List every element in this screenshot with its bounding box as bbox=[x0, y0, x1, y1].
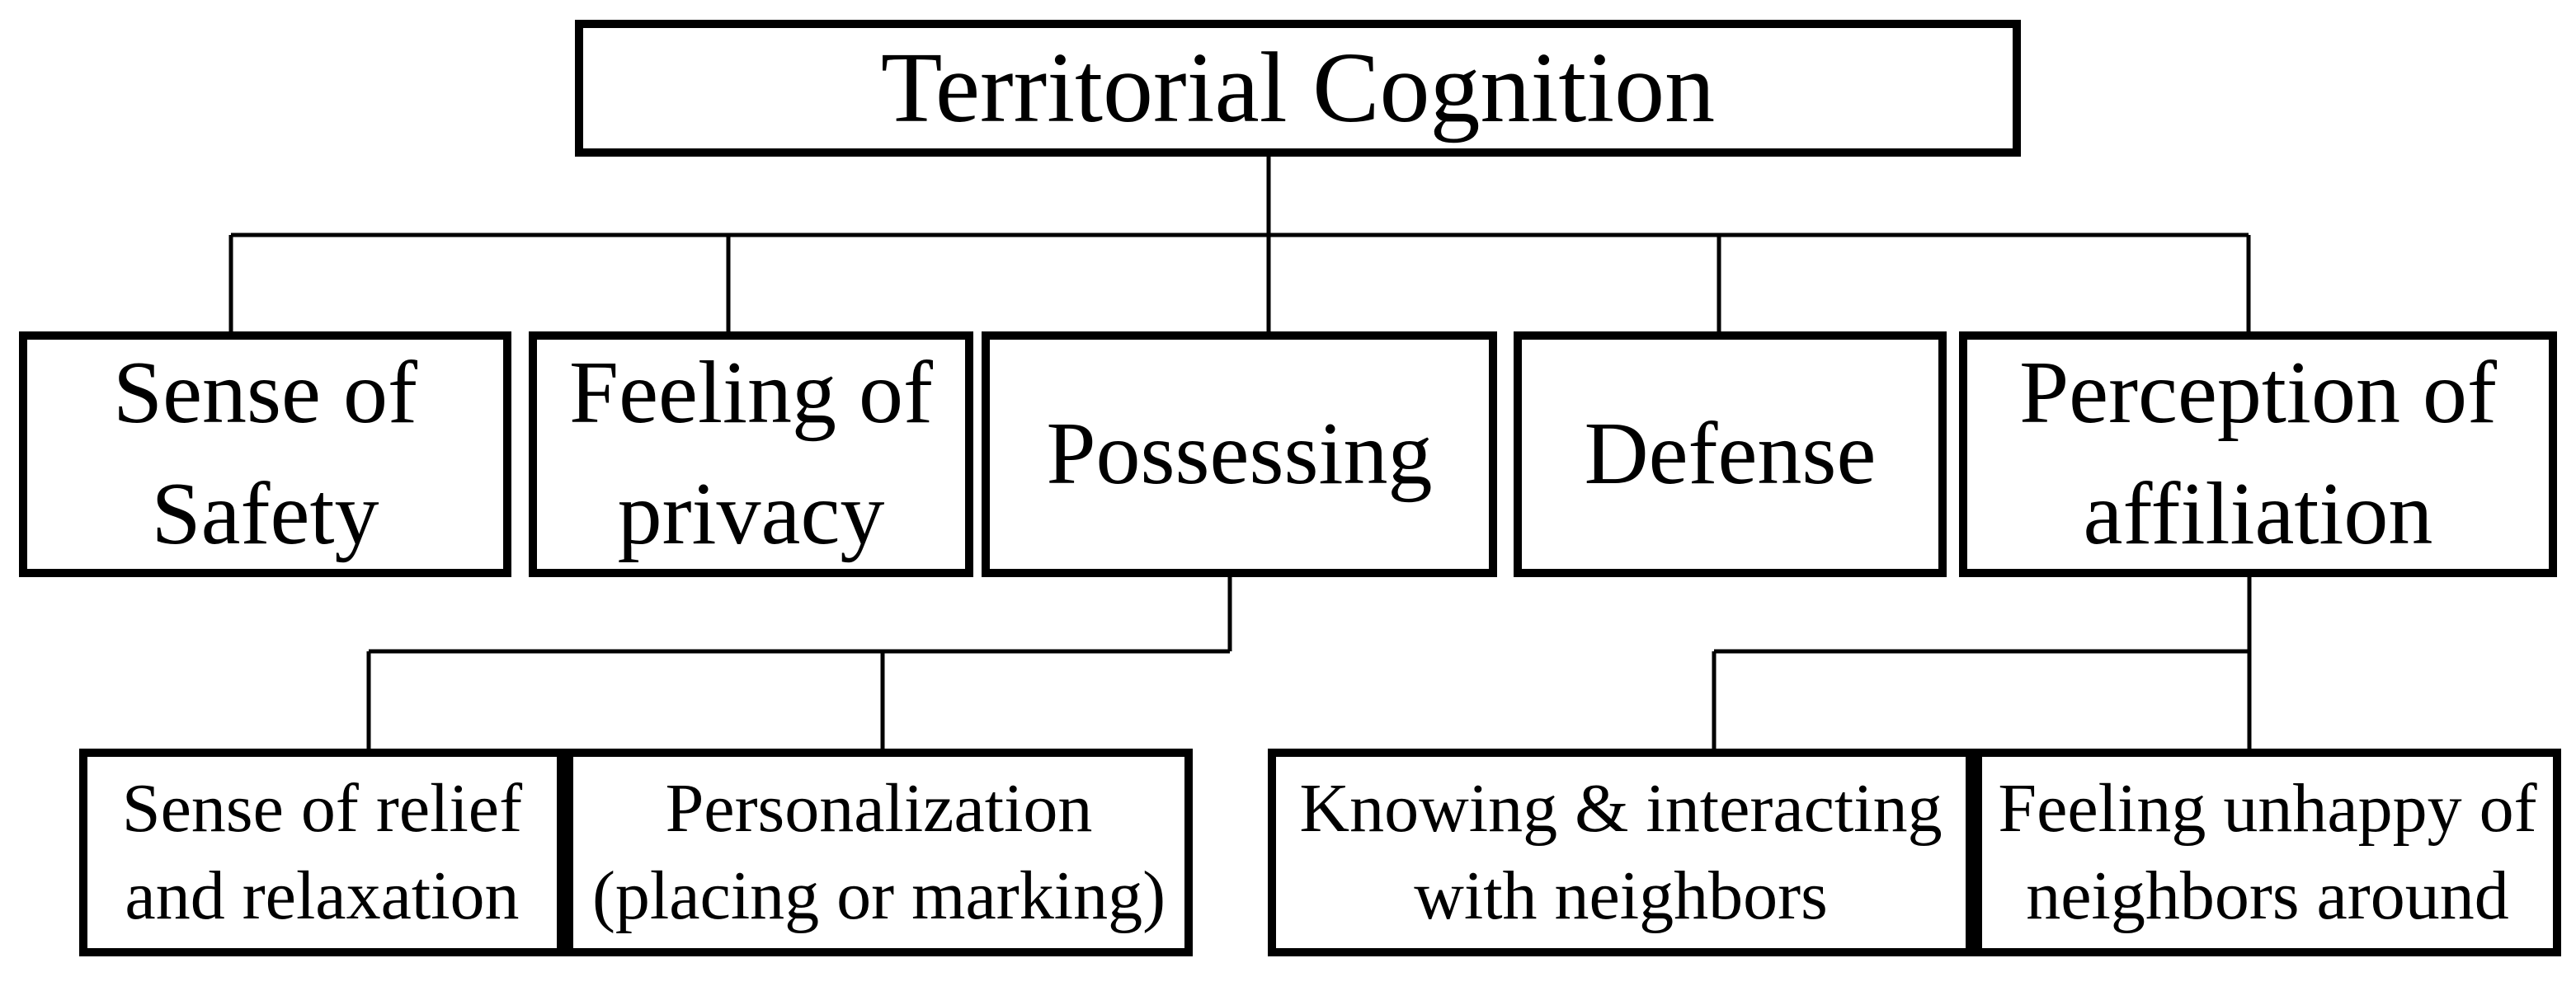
node-possessing: Possessing bbox=[982, 331, 1497, 577]
node-territorial-cognition: Territorial Cognition bbox=[575, 20, 2021, 157]
node-personalization: Personalization (placing or marking) bbox=[565, 749, 1193, 956]
node-sense-of-safety: Sense of Safety bbox=[19, 331, 511, 577]
node-feeling-unhappy-of-neighbors-around: Feeling unhappy of neighbors around bbox=[1974, 749, 2561, 956]
node-perception-of-affiliation: Perception of affiliation bbox=[1959, 331, 2557, 577]
node-feeling-of-privacy: Feeling of privacy bbox=[529, 331, 973, 577]
node-sense-of-relief-and-relaxation: Sense of relief and relaxation bbox=[79, 749, 565, 956]
node-defense: Defense bbox=[1514, 331, 1947, 577]
node-knowing-interacting-with-neighbors: Knowing & interacting with neighbors bbox=[1268, 749, 1974, 956]
